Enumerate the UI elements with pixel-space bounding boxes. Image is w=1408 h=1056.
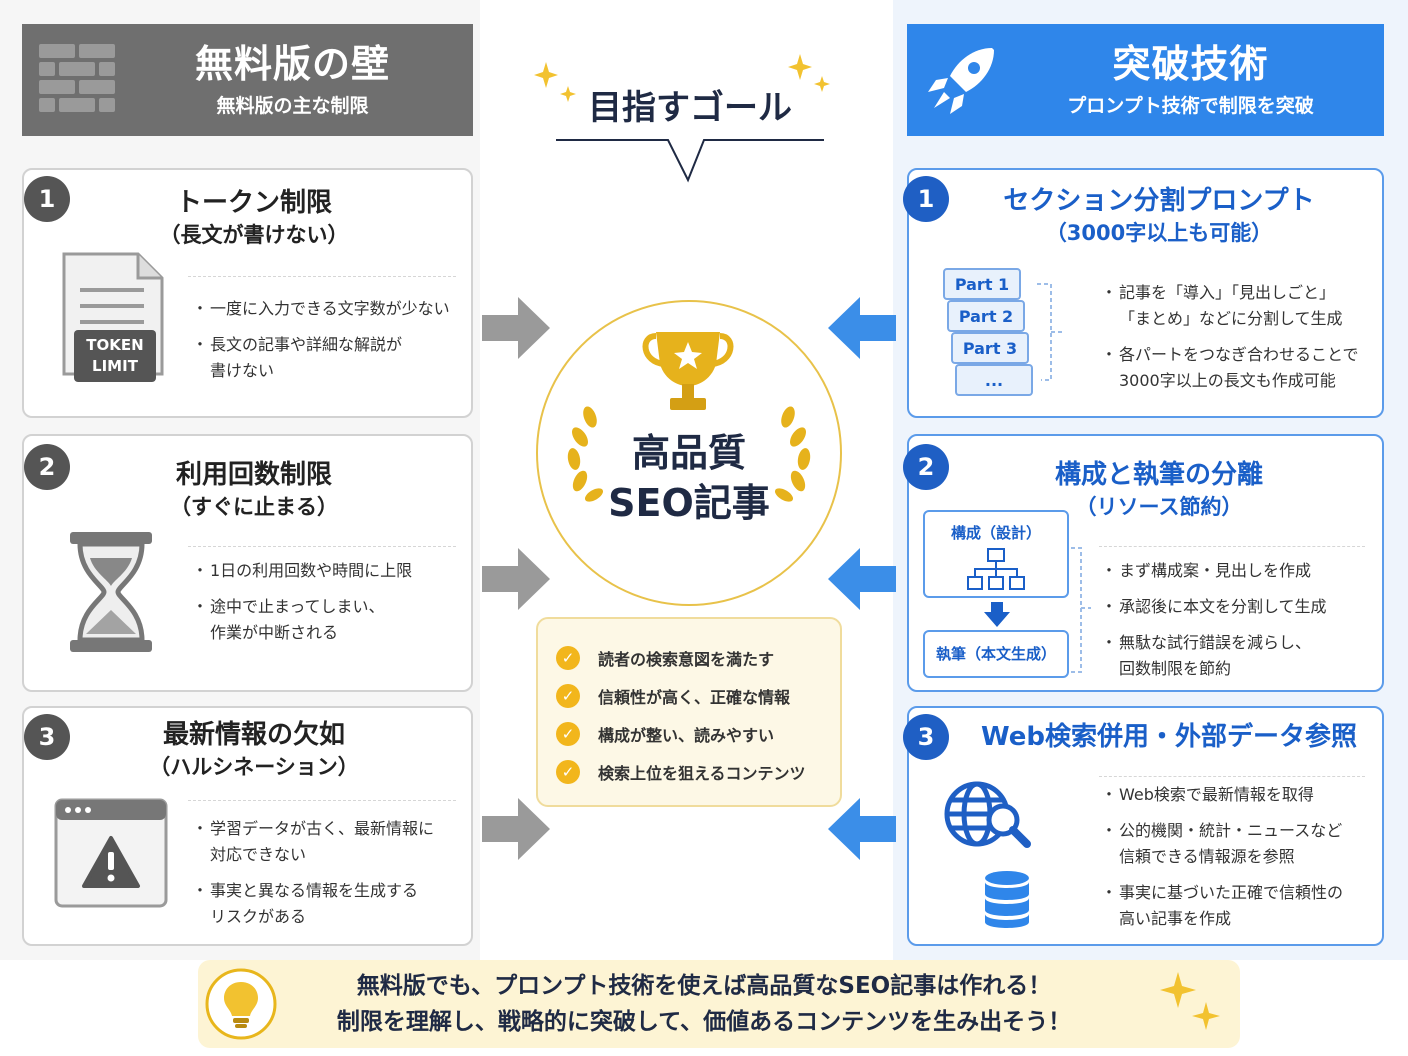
- limit-card-outdated: 3 最新情報の欠如 （ハルシネーション） ・学習データが古く、最新情報に対応でき…: [22, 706, 473, 946]
- checklist-item: ✓信頼性が高く、正確な情報: [556, 677, 840, 715]
- arrow-right-icon: [482, 798, 550, 860]
- arrow-right-icon: [482, 297, 550, 359]
- bullet-item: ・1日の利用回数や時間に上限: [192, 561, 413, 580]
- laurel-right-icon: [768, 405, 818, 509]
- brick-wall-icon: [22, 24, 132, 136]
- limits-title: 無料版の壁: [194, 42, 390, 86]
- goal-checklist: ✓読者の検索意図を満たす ✓信頼性が高く、正確な情報 ✓構成が整い、読みやすい …: [536, 617, 842, 807]
- writing-box: 執筆（本文生成）: [923, 630, 1069, 678]
- check-icon: ✓: [556, 722, 580, 746]
- limit-title: トークン制限: [175, 188, 332, 218]
- globe-search-icon: [943, 778, 1039, 858]
- limits-subtitle: 無料版の主な制限: [216, 95, 369, 117]
- bullet-item: ・記事を「導入」「見出しごと」「まとめ」などに分割して生成: [1101, 283, 1343, 328]
- solution-card-sections: 1 セクション分割プロンプト （3000字以上も可能） Part 1 Part …: [903, 168, 1384, 418]
- limit-card-token: 1 トークン制限 （長文が書けない） TOKEN LIMIT ・一度に入力できる…: [22, 168, 473, 418]
- bullet-item: ・公的機関・統計・ニュースなど信頼できる情報源を参照: [1101, 821, 1343, 866]
- limit-title: 利用回数制限: [175, 460, 332, 490]
- limit-title: 最新情報の欠如: [162, 720, 345, 750]
- arrow-left-icon: [828, 297, 896, 359]
- part-box: ...: [955, 364, 1033, 396]
- sparkle-icon: [1156, 966, 1228, 1046]
- part-box: Part 3: [951, 332, 1029, 364]
- solutions-title: 突破技術: [1112, 42, 1269, 86]
- limits-header: 無料版の壁 無料版の主な制限: [22, 24, 473, 136]
- solution-title: セクション分割プロンプト: [1003, 186, 1315, 216]
- parts-diagram: Part 1 Part 2 Part 3 ...: [939, 266, 1079, 406]
- arrow-left-icon: [828, 548, 896, 610]
- database-icon: [983, 870, 1031, 934]
- check-icon: ✓: [556, 646, 580, 670]
- sparkle-icon: [784, 50, 834, 114]
- bullet-item: ・事実と異なる情報を生成するリスクがある: [192, 881, 419, 926]
- step-number: 3: [903, 714, 949, 760]
- bullet-item: ・事実に基づいた正確で信頼性の高い記事を作成: [1101, 883, 1344, 928]
- step-number: 1: [903, 176, 949, 222]
- checklist-item: ✓検索上位を狙えるコンテンツ: [556, 753, 840, 791]
- check-icon: ✓: [556, 684, 580, 708]
- limit-card-usage: 2 利用回数制限 （すぐに止まる） ・1日の利用回数や時間に上限 ・途中で止まっ…: [22, 434, 473, 692]
- part-box: Part 1: [943, 268, 1021, 300]
- step-number: 1: [24, 176, 70, 222]
- arrow-left-icon: [828, 798, 896, 860]
- solution-title: Web検索併用・外部データ参照: [981, 722, 1357, 752]
- arrow-down-icon: [984, 602, 1010, 627]
- bullet-item: ・Web検索で最新情報を取得: [1101, 785, 1314, 804]
- bottom-message: 無料版でも、プロンプト技術を使えば高品質なSEO記事は作れる！ 制限を理解し、戦…: [336, 973, 1072, 1035]
- checklist-item: ✓読者の検索意図を満たす: [556, 639, 840, 677]
- step-number: 3: [24, 714, 70, 760]
- solution-subtitle: （3000字以上も可能）: [1045, 221, 1273, 245]
- limit-subtitle: （すぐに止まる）: [170, 495, 338, 519]
- limit-subtitle: （長文が書けない）: [159, 223, 349, 247]
- bullet-item: ・まず構成案・見出しを作成: [1101, 561, 1312, 580]
- trophy-icon: [638, 318, 738, 422]
- solution-card-websearch: 3 Web検索併用・外部データ参照 ・Web検索で最新情報を取得 ・公的機関・統…: [903, 706, 1384, 946]
- part-box: Part 2: [947, 300, 1025, 332]
- solution-subtitle: （リソース節約）: [1075, 495, 1243, 519]
- bullet-item: ・無駄な試行錯誤を減らし、回数制限を節約: [1101, 633, 1312, 678]
- solution-card-separation: 2 構成と執筆の分離 （リソース節約） 構成（設計） 執筆（本文生成） ・まず構…: [903, 434, 1384, 692]
- checklist-item: ✓構成が整い、読みやすい: [556, 715, 840, 753]
- solution-title: 構成と執筆の分離: [1054, 460, 1263, 490]
- laurel-left-icon: [560, 405, 610, 509]
- goal-label: 目指すゴール: [588, 88, 792, 128]
- browser-warning-icon: [54, 798, 168, 914]
- sitemap-icon: [967, 548, 1025, 590]
- solutions-header: 突破技術 プロンプト技術で制限を突破: [907, 24, 1384, 136]
- bullet-item: ・承認後に本文を分割して生成: [1101, 597, 1327, 616]
- bullet-item: ・学習データが古く、最新情報に対応できない: [192, 819, 435, 864]
- hourglass-icon: [66, 530, 156, 658]
- lightbulb-icon: [202, 966, 280, 1046]
- bottom-message-banner: 無料版でも、プロンプト技術を使えば高品質なSEO記事は作れる！ 制限を理解し、戦…: [198, 960, 1240, 1048]
- token-limit-badge: TOKEN LIMIT: [74, 330, 156, 382]
- goal-center-text: 高品質 SEO記事: [608, 431, 770, 525]
- step-number: 2: [24, 444, 70, 490]
- check-icon: ✓: [556, 760, 580, 784]
- bullet-item: ・一度に入力できる文字数が少ない: [192, 299, 450, 318]
- bullet-item: ・途中で止まってしまい、作業が中断される: [192, 597, 385, 642]
- limit-subtitle: （ハルシネーション）: [149, 755, 359, 779]
- arrow-right-icon: [482, 548, 550, 610]
- step-number: 2: [903, 444, 949, 490]
- design-box: 構成（設計）: [923, 510, 1069, 598]
- sparkle-icon: [532, 58, 580, 122]
- rocket-icon: [907, 24, 1017, 136]
- speech-pointer: [556, 139, 824, 183]
- solutions-subtitle: プロンプト技術で制限を突破: [1067, 95, 1314, 117]
- bullet-item: ・長文の記事や詳細な解説が書けない: [192, 335, 403, 380]
